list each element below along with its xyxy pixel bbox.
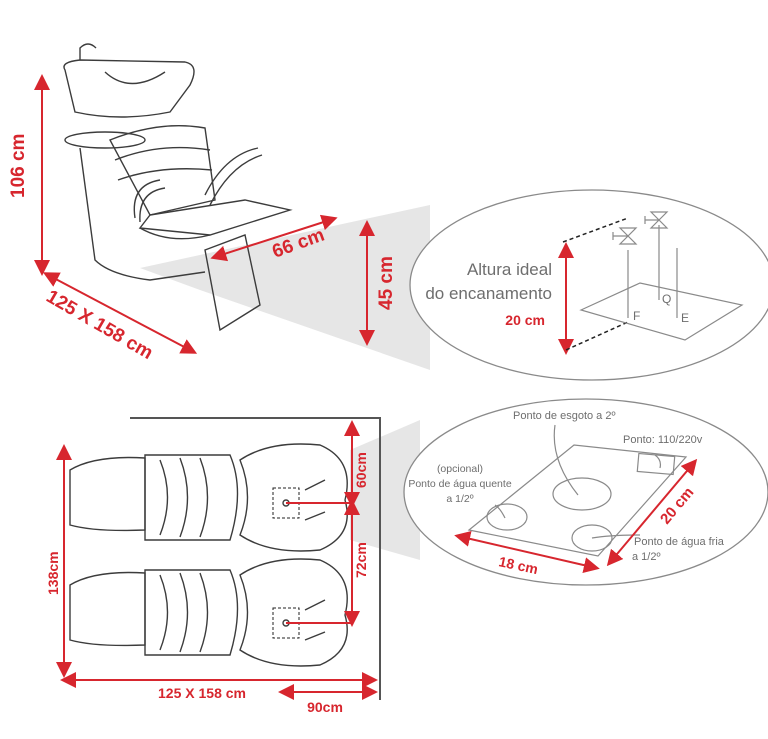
floor-detail: Ponto de esgoto a 2º Ponto: 110/220v (op… <box>403 398 768 586</box>
zoom-cone-top <box>140 205 430 370</box>
total-height-label: 138cm <box>45 551 61 595</box>
valve-icon <box>644 211 669 229</box>
pipe-label-f: F <box>633 309 640 323</box>
floor-footprint-label: 125 X 158 cm <box>158 685 246 701</box>
footrest-dimension-line <box>210 214 338 262</box>
drain-label: Ponto de esgoto a 2º <box>513 410 616 422</box>
hot-water-line3: a 1/2º <box>446 493 473 505</box>
pipe-label-e: E <box>681 311 689 325</box>
hot-water-line1: (opcional) <box>437 463 483 475</box>
cold-water-line2: a 1/2º <box>632 551 660 563</box>
plumbing-title-line2: do encanamento <box>425 284 552 303</box>
chair-top-view-2 <box>69 558 348 667</box>
center-lines <box>286 502 352 624</box>
cold-water-line1: Ponto de água fria <box>634 536 725 548</box>
valve-icon <box>612 227 638 245</box>
hot-water-line2: Ponto de água quente <box>408 478 512 490</box>
top-gap-label: 60cm <box>353 452 369 488</box>
wall-lines <box>130 417 381 700</box>
zoom-cone-bottom <box>350 420 420 560</box>
footprint-dimension-line <box>42 272 198 354</box>
plumbing-detail: Altura ideal do encanamento 20 cm F Q E <box>409 189 768 381</box>
floor-depth-label: 90cm <box>307 699 343 715</box>
chair-perspective-drawing <box>63 43 293 332</box>
spacing-label: 72cm <box>353 542 369 578</box>
plumbing-height-label: 20 cm <box>505 312 545 328</box>
chair-top-view-1 <box>69 443 348 552</box>
seat-height-label: 45 cm <box>376 256 397 310</box>
power-label: Ponto: 110/220v <box>623 434 703 446</box>
footprint-label: 125 X 158 cm <box>43 286 157 364</box>
plumbing-title-line1: Altura ideal <box>467 260 552 279</box>
height-label: 106 cm <box>8 134 29 198</box>
pipe-label-q: Q <box>662 292 671 306</box>
